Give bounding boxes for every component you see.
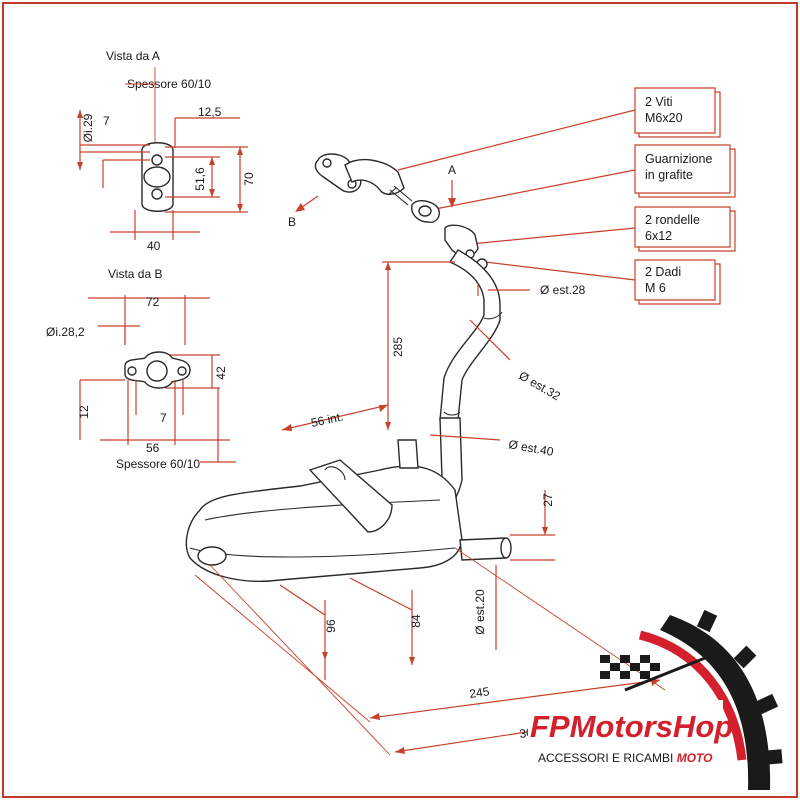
- header-flange: [444, 224, 479, 257]
- dim-285: 285: [391, 337, 405, 357]
- logo-tagline: ACCESSORI E RICAMBI MOTO: [538, 751, 713, 765]
- view-a-dim-51-6: 51,6: [193, 167, 207, 191]
- view-a-title: Vista da A: [106, 49, 160, 63]
- logo-brand: FPMotorsHop: [530, 709, 733, 744]
- view-a-dim-7: 7: [103, 114, 110, 128]
- view-marker-b: B: [288, 215, 296, 229]
- logo-gear-teeth: [696, 609, 783, 765]
- callout-nuts-line1: 2 Dadi: [645, 265, 681, 279]
- view-b-dim-56: 56: [146, 441, 160, 455]
- silencer-body: [185, 465, 463, 582]
- leader-nuts: [484, 261, 636, 281]
- view-b-dim-12: 12: [77, 405, 91, 419]
- logo-checkered-flag-icon: [600, 655, 660, 679]
- exhaust-assembly: [185, 153, 512, 582]
- view-b-hole-dim: Øi.28,2: [46, 325, 85, 339]
- callout-gasket-line1: Guarnizione: [645, 152, 712, 166]
- callout-screws-line2: M6x20: [645, 111, 683, 125]
- view-a-dim-12-5: 12,5: [198, 105, 222, 119]
- view-b-thickness: Spessore 60/10: [116, 457, 200, 471]
- logo-gear-icon: [660, 615, 771, 790]
- tailpipe-outlet: [500, 537, 512, 559]
- fp-motorshop-logo: FPMotorsHop ACCESSORI E RICAMBI MOTO: [528, 609, 783, 790]
- inlet-flange-hole-1: [322, 158, 332, 168]
- logo-needle: [624, 648, 726, 692]
- dim-96: 96: [324, 619, 338, 633]
- int-56: 56 int.: [310, 409, 345, 429]
- callout-gasket-line2: in grafite: [645, 168, 693, 182]
- flange-a-port: [143, 166, 171, 188]
- callout-nuts-line2: M 6: [645, 281, 666, 295]
- dia-20: Ø est.20: [473, 589, 487, 635]
- view-b-group: Vista da B 72 Øi.28,2 42 12 7 56 Spessor…: [46, 267, 236, 471]
- view-a-group: Vista da A Spessore 60/10 Øi.29 7 12,5 5…: [77, 49, 256, 253]
- callout-screws-line1: 2 Viti: [645, 95, 673, 109]
- dia-28: Ø est.28: [540, 283, 586, 297]
- dia-40: Ø est.40: [507, 437, 554, 459]
- view-a-thickness: Spessore 60/10: [127, 77, 211, 91]
- dia-32: Ø est.32: [517, 368, 564, 403]
- leader-gasket: [429, 169, 636, 211]
- view-b-title: Vista da B: [108, 267, 162, 281]
- down-pipe: [439, 249, 501, 421]
- callout-boxes: 2 Viti M6x20 Guarnizione in grafite 2 ro…: [397, 87, 736, 305]
- silencer-end-cap: [197, 546, 227, 566]
- logo-red-arc: [638, 630, 747, 761]
- dim-27: 27: [541, 493, 555, 507]
- leader-screws: [397, 109, 636, 171]
- gasket-hole: [418, 205, 432, 217]
- screw: [387, 185, 413, 206]
- view-a-dim-70: 70: [242, 172, 256, 186]
- view-b-dim-72: 72: [146, 295, 160, 309]
- flange-b-bolt-hole-left: [127, 366, 137, 376]
- view-marker-a: A: [448, 163, 456, 177]
- dim-84: 84: [409, 614, 423, 628]
- view-b-dim-42: 42: [214, 366, 228, 380]
- view-a-hole-dim: Øi.29: [81, 113, 95, 142]
- flange-b-port: [146, 360, 168, 382]
- dim-245: 245: [468, 684, 490, 701]
- silencer-mount-bracket: [308, 459, 393, 533]
- logo-text-bg: [528, 700, 723, 750]
- callout-washers-line1: 2 rondelle: [645, 213, 700, 227]
- inlet-elbow: [344, 158, 405, 195]
- flange-b-bolt-hole-right: [177, 366, 187, 376]
- flange-a-bolt-hole-top: [151, 154, 163, 166]
- flange-a-bolt-hole-bottom: [151, 188, 163, 200]
- callout-washers-line2: 6x12: [645, 229, 672, 243]
- view-a-dim-40: 40: [147, 239, 161, 253]
- leader-washers: [459, 227, 636, 246]
- view-markers: A B: [288, 163, 456, 229]
- view-b-dim-7: 7: [160, 411, 167, 425]
- pipe-clamp-bracket: [397, 439, 419, 469]
